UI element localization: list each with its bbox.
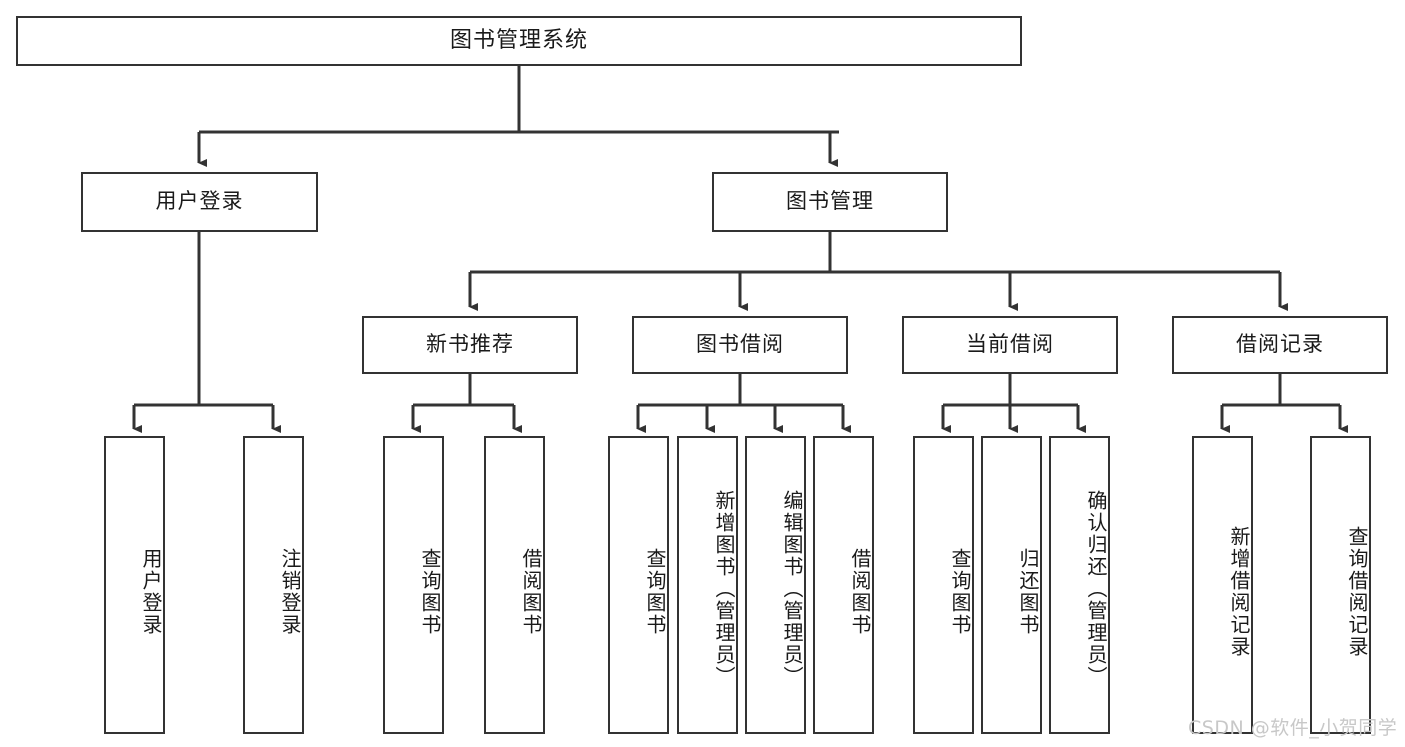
node-leaf-borrow-book[interactable]: 借阅图书 (813, 436, 874, 734)
node-leaf-confirm-return[interactable]: 确认归还（管理员） (1049, 436, 1110, 734)
edge-root-to-level1 (197, 66, 839, 167)
node-leaf-return-book[interactable]: 归还图书 (981, 436, 1042, 734)
edge-bookborrow-to-leaves (636, 374, 851, 433)
csdn-watermark: CSDN @软件_小贺同学 (1188, 717, 1398, 739)
node-current-borrow[interactable]: 当前借阅 (902, 316, 1118, 374)
node-user-login[interactable]: 用户登录 (81, 172, 318, 232)
edge-borrowrecord-to-leaves (1220, 374, 1348, 433)
node-leaf-logout[interactable]: 注销登录 (243, 436, 304, 734)
edge-newbook-to-leaves (411, 374, 522, 433)
node-root-system[interactable]: 图书管理系统 (16, 16, 1022, 66)
node-leaf-edit-book[interactable]: 编辑图书（管理员） (745, 436, 806, 734)
edge-currentborrow-to-leaves (941, 374, 1086, 433)
node-leaf-query-borrow-record[interactable]: 查询借阅记录 (1310, 436, 1371, 734)
edge-bookmgmt-to-level2 (468, 232, 1288, 311)
node-book-management[interactable]: 图书管理 (712, 172, 948, 232)
node-leaf-user-login[interactable]: 用户登录 (104, 436, 165, 734)
node-leaf-query-book-recommend[interactable]: 查询图书 (383, 436, 444, 734)
node-leaf-query-book-borrow[interactable]: 查询图书 (608, 436, 669, 734)
node-leaf-borrow-book-recommend[interactable]: 借阅图书 (484, 436, 545, 734)
edge-userlogin-to-leaves (132, 232, 281, 433)
node-leaf-add-borrow-record[interactable]: 新增借阅记录 (1192, 436, 1253, 734)
node-book-borrow[interactable]: 图书借阅 (632, 316, 848, 374)
node-new-book-recommend[interactable]: 新书推荐 (362, 316, 578, 374)
node-borrow-record[interactable]: 借阅记录 (1172, 316, 1388, 374)
node-leaf-query-book-current[interactable]: 查询图书 (913, 436, 974, 734)
node-leaf-add-book[interactable]: 新增图书（管理员） (677, 436, 738, 734)
